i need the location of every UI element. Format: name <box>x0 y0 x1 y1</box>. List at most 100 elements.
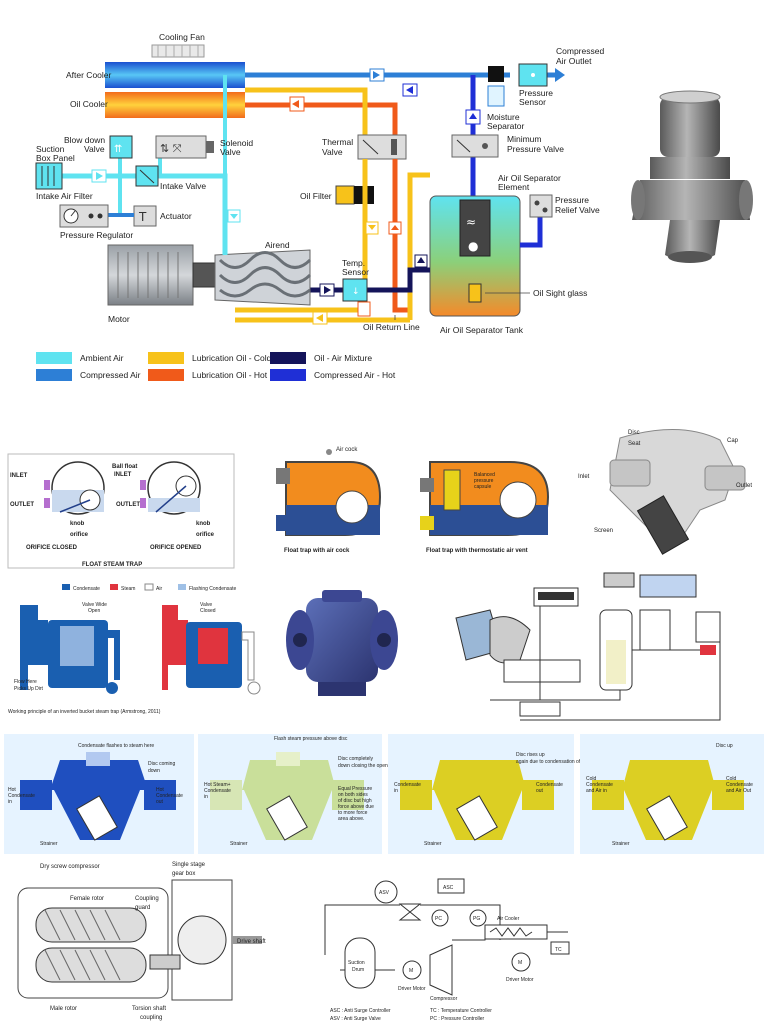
screen-label: Screen <box>594 528 613 534</box>
suction-box-panel-label-1: Suction <box>36 144 65 154</box>
compressor-schematic <box>455 572 721 721</box>
compressed-air-outlet-label-1: Compressed <box>556 46 604 56</box>
motor-icon <box>107 244 194 306</box>
bucket-trap-caption: Working principle of an inverted bucket … <box>8 709 161 715</box>
legend-air: Air <box>156 586 162 592</box>
compressed-air-outlet-label-2: Air Outlet <box>556 56 592 66</box>
pressure-sensor-label-1: Pressure <box>519 88 553 98</box>
legend-oil-air-mixture: Oil - Air Mixture <box>314 353 372 363</box>
legend-steam: Steam <box>121 586 135 592</box>
float-steam-trap-panel: INLET OUTLET INLET OUTLET Ball float kno… <box>7 453 235 569</box>
disc-trap-3-right1: Disc rises up <box>516 752 545 758</box>
disc-trap-3-strainer: Strainer <box>424 841 442 847</box>
flow-here-1: Flow Here <box>14 679 37 685</box>
flow-here-2: Picks Up Dirt <box>14 686 44 692</box>
seat-label: Seat <box>628 441 641 447</box>
driver-motor-label-1: Driver Motor <box>398 986 426 992</box>
oil-sight-glass-icon <box>468 283 482 303</box>
drive-shaft-label: Drive shaft <box>237 939 266 945</box>
oil-return-line-label: Oil Return Line <box>363 322 420 332</box>
temp-sensor-icon <box>342 278 368 302</box>
tc-label: TC <box>555 947 562 953</box>
ball-float-label: Ball float <box>112 464 137 470</box>
strainer-cutaway: Disc Seat Cap Inlet Outlet Screen <box>578 428 752 555</box>
after-cooler <box>105 62 245 88</box>
cooling-fan-label: Cooling Fan <box>159 32 205 42</box>
disc-trap-panel-1: Condensate flashes to steam here Disc co… <box>4 734 194 854</box>
motor-m-1: M <box>409 968 413 974</box>
disc-trap-1-right2: down <box>148 768 160 774</box>
right-arrow-icon <box>324 286 331 294</box>
thermal-valve-icon <box>357 134 407 160</box>
after-cooler-label: After Cooler <box>66 70 112 80</box>
suction-drum-icon <box>344 937 376 989</box>
coupling-guard-2: guard <box>135 905 150 911</box>
pressure-relief-valve-label-2: Relief Valve <box>555 205 600 215</box>
air-cock-label: Air cock <box>336 447 358 453</box>
float-trap-thermostatic-caption: Float trap with thermostatic air vent <box>426 548 528 554</box>
disc-trap-1-top: Condensate flashes to steam here <box>78 743 154 749</box>
svg-text:T: T <box>138 210 147 224</box>
male-rotor-label: Male rotor <box>50 1006 77 1012</box>
asc-label: ASC <box>443 885 454 891</box>
oil-cooler <box>105 92 245 118</box>
compressor-label: Compressor <box>430 996 458 1002</box>
pg-label: PG <box>473 916 480 922</box>
cooling-fan-icon <box>151 44 205 58</box>
disc-trap-2-right2: down closing the openings. <box>338 763 398 769</box>
asc-icon <box>437 878 465 894</box>
torsion-1: Torsion shaft <box>132 1006 166 1012</box>
minimum-pressure-valve-label-1: Minimum <box>507 134 541 144</box>
valve-closed-2: Closed <box>200 608 216 614</box>
float-trap-air-cock: Air cock Float trap with air cock <box>276 447 382 554</box>
down-arrow-icon <box>368 225 376 230</box>
oil-sight-glass-label: Oil Sight glass <box>533 288 587 298</box>
suction-drum-1: Suction <box>348 960 365 966</box>
temp-sensor-label-1: Temp. <box>342 258 365 268</box>
disc-trap-panel-2: Flash steam pressure above disc Disc com… <box>198 734 398 854</box>
balanced-capsule-2: pressure <box>474 478 494 484</box>
female-rotor-label: Female rotor <box>70 896 104 902</box>
single-stage-2: gear box <box>172 871 195 877</box>
blow-down-valve-label-1: Blow down <box>64 135 105 145</box>
orifice-label-1: orifice <box>70 532 89 538</box>
blow-down-valve-icon <box>109 135 133 159</box>
legend-flashing: Flashing Condensate <box>189 586 236 592</box>
left-arrow-icon <box>292 100 299 108</box>
knob-label-2: knob <box>196 521 211 527</box>
intake-air-filter-icon <box>35 162 63 190</box>
cap-label: Cap <box>727 438 739 444</box>
balanced-capsule-3: capsule <box>474 484 491 490</box>
balanced-capsule-1: Balanced <box>474 472 495 478</box>
bucket-trap-photo <box>286 590 398 696</box>
moisture-separator-label-1: Moisture <box>487 112 520 122</box>
surge-note-4: PC : Pressure Controller <box>430 1016 485 1022</box>
disc-trap-1-strainer: Strainer <box>40 841 58 847</box>
surge-note-1: ASC : Anti Surge Controller <box>330 1008 391 1014</box>
moisture-separator-drain-icon <box>487 85 505 107</box>
disc-trap-panels: Condensate flashes to steam here Disc co… <box>4 734 764 854</box>
intake-valve-label: Intake Valve <box>160 181 206 191</box>
strainer-inlet-label: Inlet <box>578 474 590 480</box>
svg-text:●: ● <box>468 239 478 253</box>
disc-trap-panel-3: Disc rises up again due to condensation … <box>388 734 610 854</box>
asv-icon <box>374 880 398 904</box>
actuator-label: Actuator <box>160 211 192 221</box>
compressor-legend: Ambient Air Compressed Air Lubrication O… <box>36 352 396 381</box>
moisture-separator-label-2: Separator <box>487 121 524 131</box>
motor-m-2: M <box>518 960 522 966</box>
tc-icon <box>550 941 570 955</box>
pressure-relief-valve-label-1: Pressure <box>555 195 589 205</box>
disc-trap-2-strainer: Strainer <box>230 841 248 847</box>
strainer-outlet-label: Outlet <box>736 483 752 489</box>
pressure-regulator-label: Pressure Regulator <box>60 230 133 240</box>
legend-lubrication-oil-hot: Lubrication Oil - Hot <box>192 370 268 380</box>
svg-text:↓: ↓ <box>352 287 360 297</box>
